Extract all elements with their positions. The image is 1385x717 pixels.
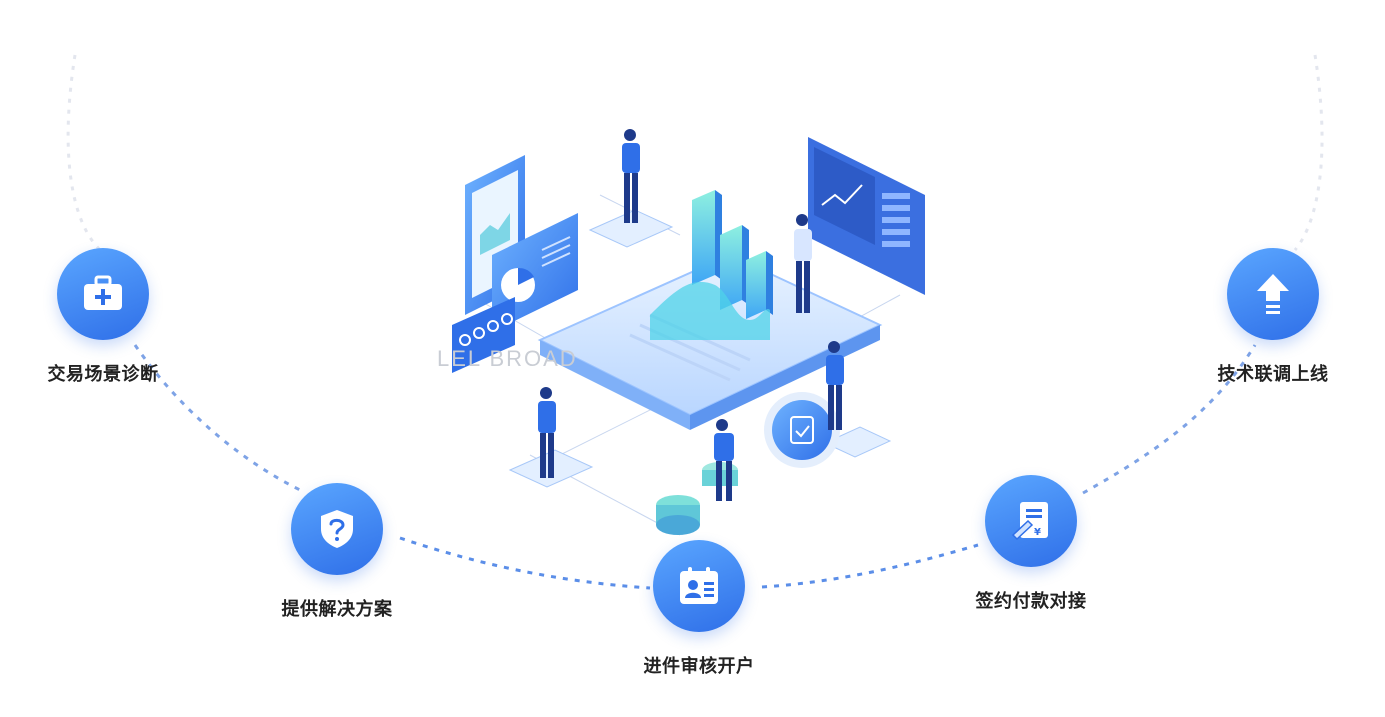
arrow-up-icon — [1257, 274, 1289, 314]
step-circle[interactable] — [1227, 248, 1319, 340]
step-label: 交易场景诊断 — [47, 364, 159, 385]
step-go-live[interactable]: 技术联调上线 — [1183, 248, 1363, 386]
id-card-icon — [680, 567, 718, 604]
step-label: 签约付款对接 — [975, 591, 1087, 612]
isometric-data-illustration — [452, 129, 925, 536]
step-circle[interactable]: ¥ — [985, 475, 1077, 567]
step-circle[interactable] — [653, 540, 745, 632]
medical-kit-icon — [84, 275, 122, 310]
step-contract[interactable]: ¥ 签约付款对接 — [941, 475, 1121, 613]
step-label: 技术联调上线 — [1217, 364, 1329, 385]
svg-text:¥: ¥ — [1034, 527, 1041, 538]
watermark-text: LEL BROAD — [437, 346, 578, 371]
step-circle[interactable] — [57, 248, 149, 340]
shield-question-icon — [321, 510, 353, 548]
step-circle[interactable] — [291, 483, 383, 575]
step-label: 提供解决方案 — [281, 599, 393, 620]
step-label: 进件审核开户 — [643, 656, 755, 677]
step-scene-diagnosis[interactable]: 交易场景诊断 — [13, 248, 193, 386]
step-onboarding[interactable]: 进件审核开户 — [609, 540, 789, 678]
contract-sign-icon: ¥ — [1011, 502, 1048, 541]
step-solution[interactable]: 提供解决方案 — [247, 483, 427, 621]
